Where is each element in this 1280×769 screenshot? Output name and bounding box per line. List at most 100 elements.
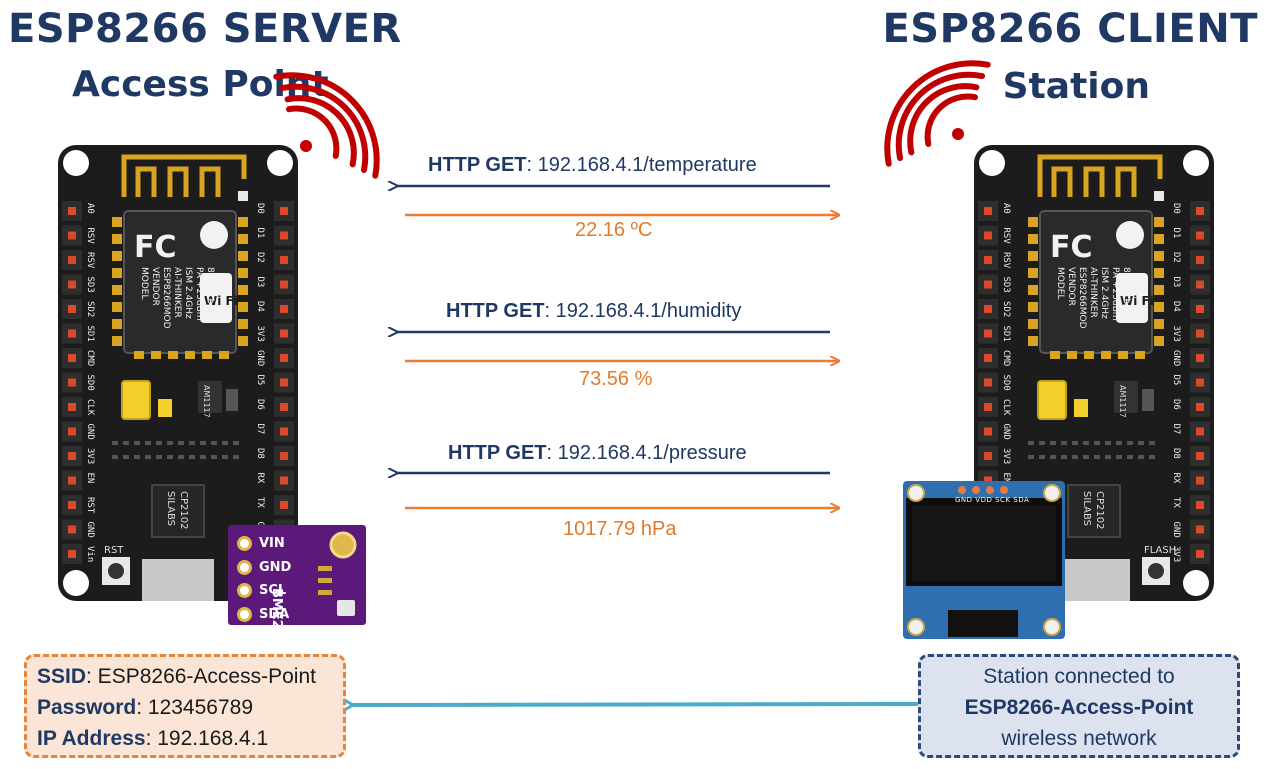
regulator-tab	[1142, 389, 1154, 411]
pin-label: 3V3	[85, 448, 95, 464]
smd-pad	[1039, 441, 1045, 445]
module-pad	[1028, 319, 1038, 329]
pin-label: SD1	[1001, 326, 1011, 342]
smd-pad	[222, 441, 228, 445]
smd-pad	[222, 455, 228, 459]
pin-dot	[984, 452, 992, 460]
smd-pad	[1149, 441, 1155, 445]
pin-dot	[1196, 550, 1204, 558]
module-pad	[1028, 234, 1038, 244]
module-label: AI-THINKER	[172, 267, 182, 318]
pin-label: SD0	[1001, 375, 1011, 391]
module-pad	[238, 234, 248, 244]
pin-label: CMD	[1001, 350, 1011, 366]
pin-label: D7	[1171, 424, 1181, 435]
pin-dot	[984, 305, 992, 313]
module-pad	[1154, 336, 1164, 346]
pin-label: CMD	[85, 350, 95, 366]
regulator-chip	[198, 381, 222, 413]
request-label-pressure: HTTP GET: 192.168.4.1/pressure	[448, 442, 747, 464]
smd-pad	[1083, 455, 1089, 459]
smd-pad	[1149, 455, 1155, 459]
module-pad	[1050, 351, 1060, 359]
capacitor	[1037, 380, 1067, 420]
module-label: ESP8266MOD	[1077, 267, 1087, 329]
pin-label: D8	[255, 448, 265, 459]
module-pad	[1154, 302, 1164, 312]
pin-label: SD1	[85, 326, 95, 342]
client-wifi-icon	[884, 60, 991, 167]
module-label: AI-THINKER	[1088, 267, 1098, 318]
smd-pad	[1094, 441, 1100, 445]
module-pad	[1028, 285, 1038, 295]
station-line-1: Station connected to	[983, 665, 1175, 688]
module-pad	[168, 351, 178, 359]
module-pad	[1154, 268, 1164, 278]
access-point-info-box: SSID: ESP8266-Access-Point Password: 123…	[24, 654, 346, 758]
response-label-pressure: 1017.79 hPa	[563, 518, 677, 540]
pin-dot	[1196, 476, 1204, 485]
pin-dot	[984, 378, 992, 387]
pin-dot	[984, 280, 992, 289]
pin-label: D2	[1171, 252, 1181, 263]
module-pad	[1118, 351, 1128, 359]
smd-pad	[233, 441, 239, 445]
button-cap	[1148, 563, 1164, 579]
module-label: 802.11b/g/n	[205, 267, 215, 322]
smd-pad	[1127, 455, 1133, 459]
server-wifi-icon	[273, 72, 380, 179]
pin-dot	[1196, 452, 1204, 460]
pin-label: D2	[255, 252, 265, 263]
capacitor	[121, 380, 151, 420]
smd-pad	[1116, 455, 1122, 459]
pin-label: Vin	[85, 546, 95, 562]
request-label-humidity: HTTP GET: 192.168.4.1/humidity	[446, 300, 742, 322]
smd-pad	[134, 441, 140, 445]
pin-dot	[280, 305, 288, 313]
smd-pad	[189, 441, 195, 445]
pin-dot	[280, 207, 288, 215]
pin-label: SD0	[85, 375, 95, 391]
module-label: 802.11b/g/n	[1121, 267, 1131, 322]
module-pad	[1154, 217, 1164, 227]
pin-label: D8	[1171, 448, 1181, 459]
pin-label: RSV	[1001, 228, 1011, 245]
pin-dot	[280, 280, 288, 289]
module-pad	[112, 336, 122, 346]
station-line-2: ESP8266-Access-Point	[964, 696, 1194, 719]
wifi-logo	[1116, 273, 1148, 323]
module-pad	[1154, 285, 1164, 295]
pin-dot	[984, 256, 992, 264]
module-pad	[238, 268, 248, 278]
pin-label: RSV	[1001, 252, 1011, 269]
pin-label: RSV	[85, 252, 95, 269]
pin-label: SD3	[1001, 277, 1011, 293]
smd-pad	[123, 441, 129, 445]
pin-label: GND	[1001, 424, 1011, 440]
module-pad	[1084, 351, 1094, 359]
request-label-temperature: HTTP GET: 192.168.4.1/temperature	[428, 154, 757, 176]
button-cap	[108, 563, 124, 579]
pin-label: D1	[255, 228, 265, 239]
usb-uart-chip	[151, 484, 205, 538]
pin-label: A0	[85, 203, 95, 214]
pin-label: SD2	[85, 301, 95, 317]
fcc-logo: FC	[134, 230, 177, 265]
pin-label: EN	[1001, 473, 1011, 484]
pin-dot	[280, 403, 288, 411]
pin-dot	[68, 256, 76, 264]
mounting-hole	[1183, 570, 1209, 596]
pin-dot	[280, 427, 288, 436]
smd-pad	[211, 455, 217, 459]
espressif-logo	[200, 221, 228, 249]
regulator-tab	[226, 389, 238, 411]
module-pad	[1135, 351, 1145, 359]
sensor-name: BME280	[269, 588, 284, 647]
pin-label: 3V3	[255, 326, 265, 342]
pin-dot	[1196, 525, 1204, 534]
oled-pin-labels: GND VDD SCK SDA	[955, 496, 1030, 504]
smd-pad	[1138, 455, 1144, 459]
mounting-hole	[63, 570, 89, 596]
smd-pad	[1039, 455, 1045, 459]
